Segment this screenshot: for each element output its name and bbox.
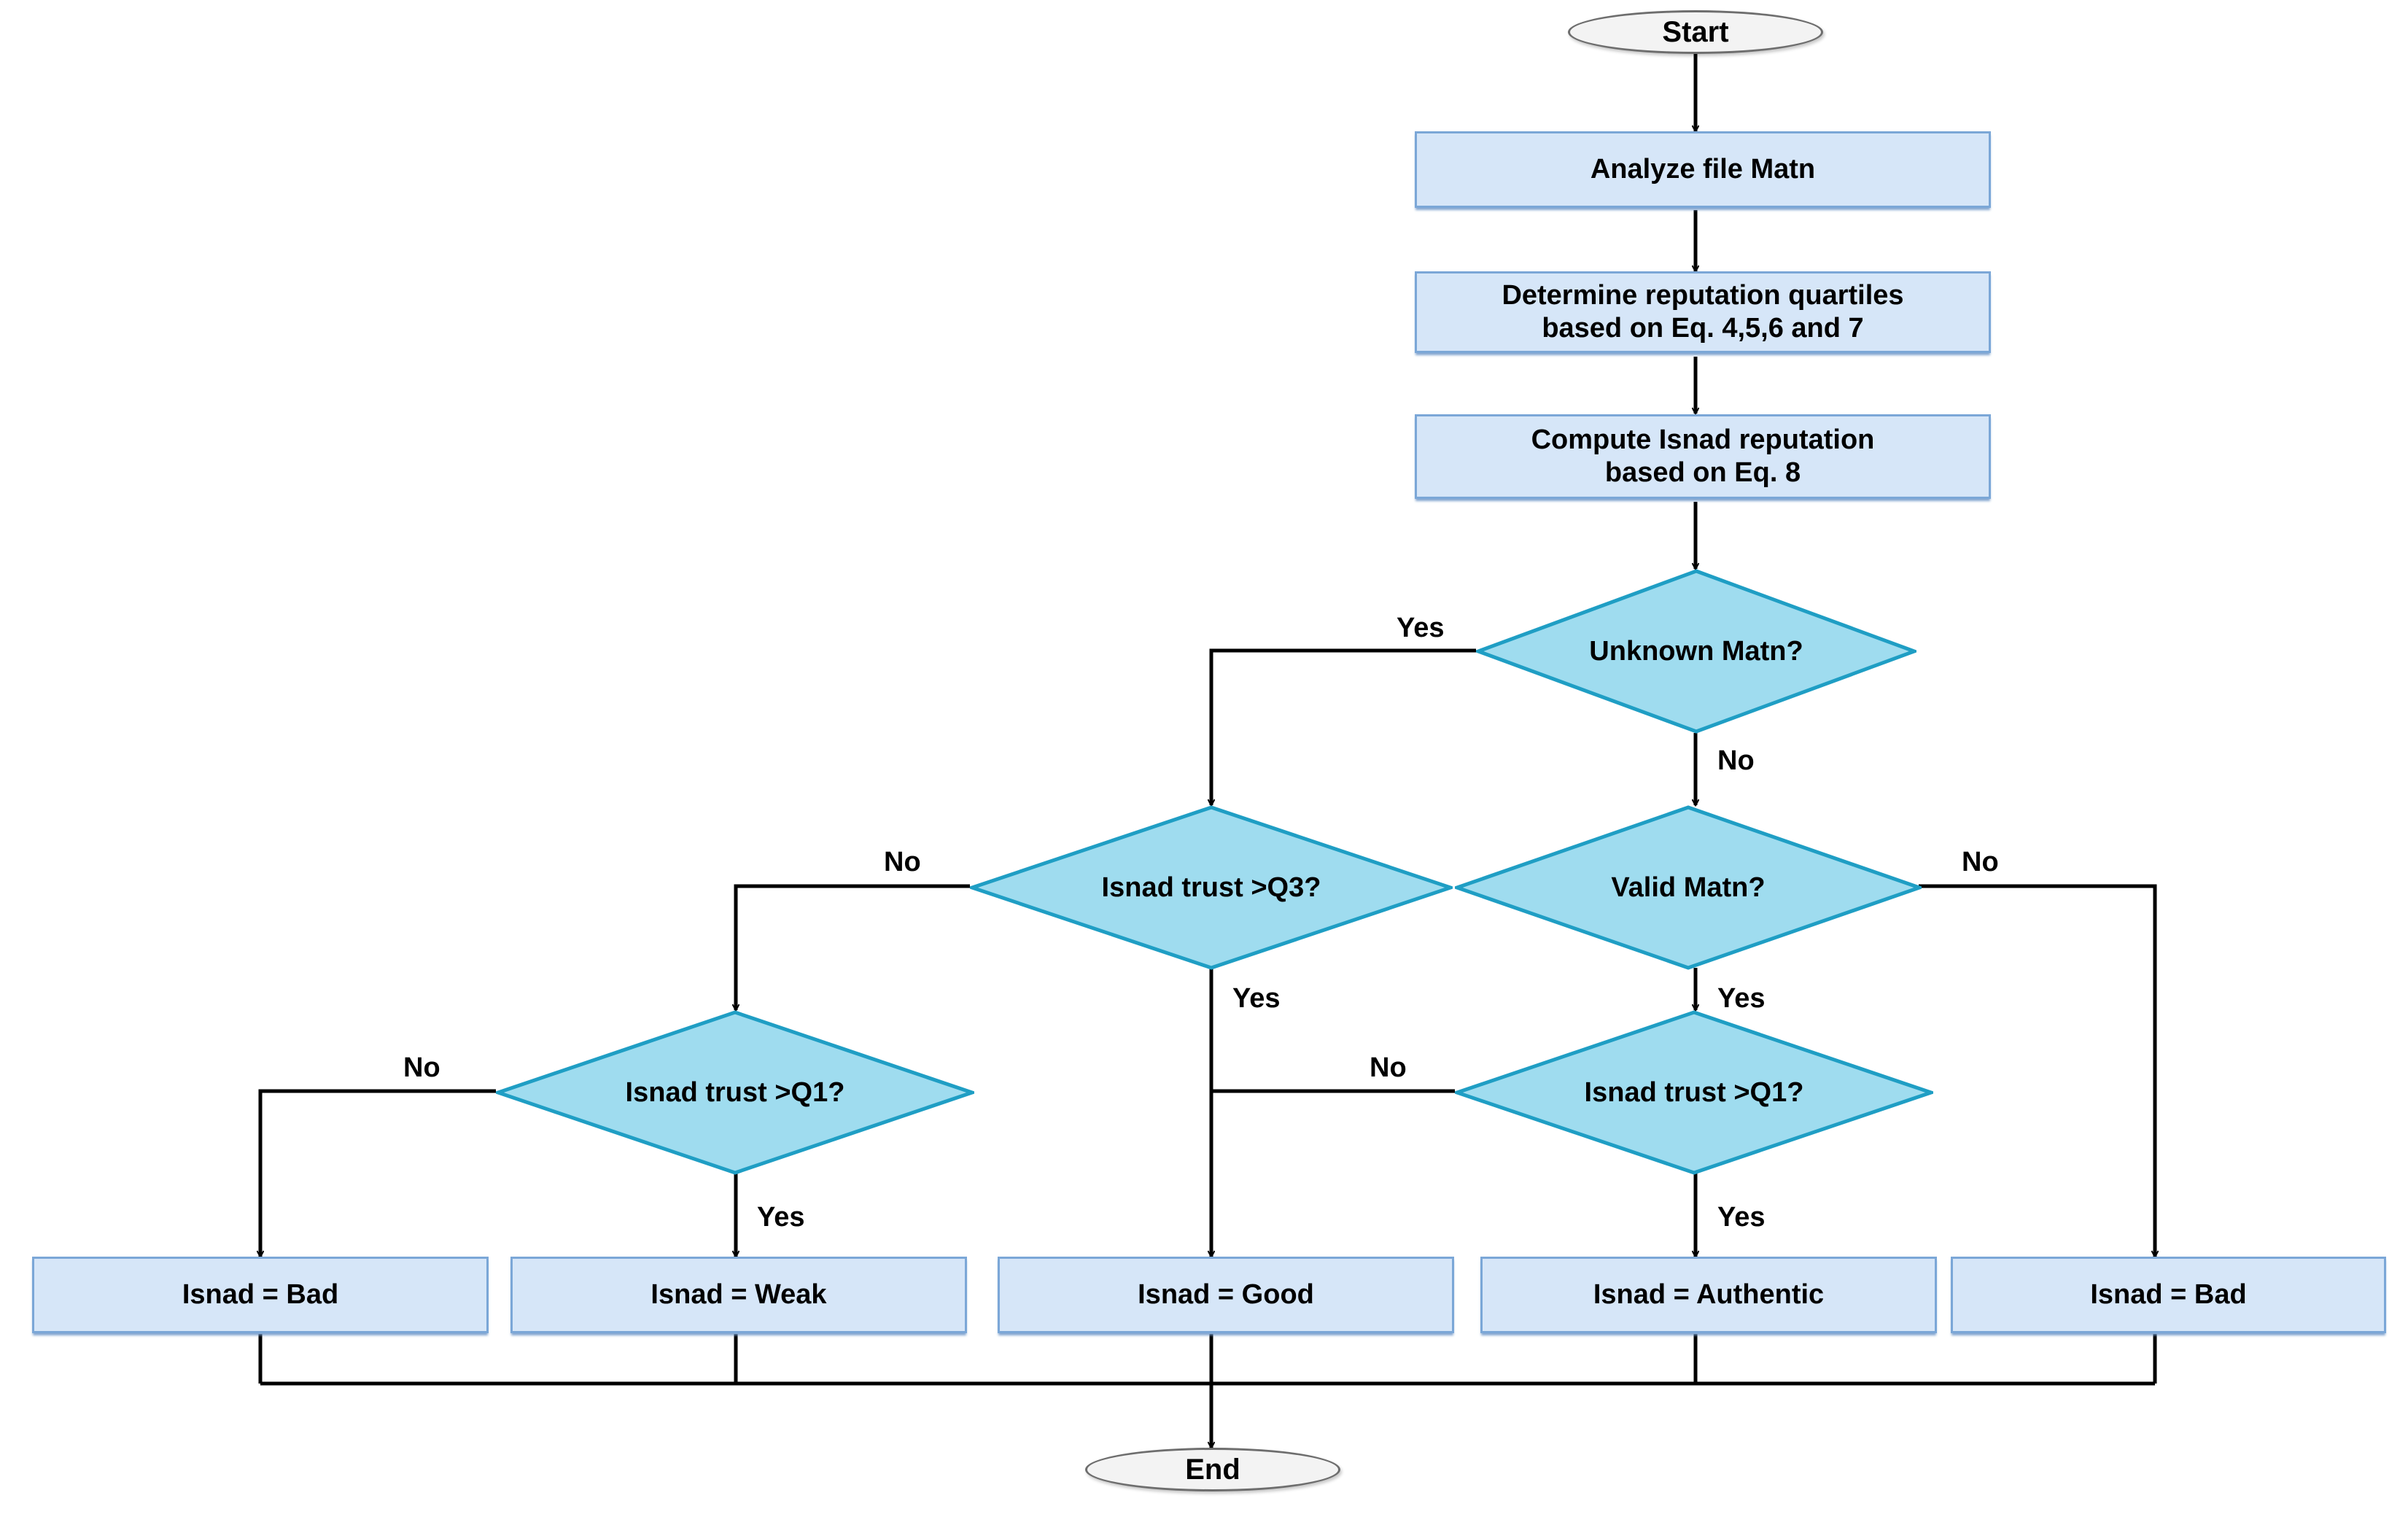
node-compute-reputation[interactable]: Compute Isnad reputation based on Eq. 8 [1415,414,1991,499]
node-end-label: End [1185,1453,1240,1486]
edge-label-q1-right-no: No [1370,1052,1407,1083]
diamond-shape-icon [1455,805,1922,970]
node-determine-quartiles[interactable]: Determine reputation quartiles based on … [1415,271,1991,353]
node-analyze-file-matn[interactable]: Analyze file Matn [1415,131,1991,208]
edge-label-q1-left-no: No [403,1052,440,1083]
diamond-shape-icon [1455,1010,1933,1175]
node-unknown-matn[interactable]: Unknown Matn? [1476,569,1916,734]
edge-label-q1-left-yes: Yes [757,1202,805,1233]
node-start-label: Start [1662,15,1729,48]
node-compute-reputation-line1: Compute Isnad reputation [1531,424,1875,456]
edge-unknown-yes-q3 [1211,648,1476,805]
edge-label-unknown-yes: Yes [1397,613,1445,643]
node-determine-quartiles-line2: based on Eq. 4,5,6 and 7 [1542,313,1864,344]
edge-q3-no-q1left [736,884,970,1010]
edge-label-valid-no: No [1962,847,1999,877]
node-start[interactable]: Start [1568,10,1823,54]
edge-q1left-no-badleft [260,1089,496,1257]
node-isnad-weak[interactable]: Isnad = Weak [510,1257,967,1333]
node-isnad-authentic[interactable]: Isnad = Authentic [1480,1257,1937,1333]
node-isnad-weak-label: Isnad = Weak [650,1279,827,1311]
edge-label-q3-yes: Yes [1232,983,1281,1014]
node-isnad-bad-right[interactable]: Isnad = Bad [1951,1257,2386,1333]
diamond-shape-icon [496,1010,974,1175]
diamond-shape-icon [1476,569,1916,734]
node-end[interactable]: End [1085,1448,1340,1491]
node-isnad-trust-q1-left[interactable]: Isnad trust >Q1? [496,1010,974,1175]
node-isnad-bad-right-label: Isnad = Bad [2090,1279,2247,1311]
node-isnad-authentic-label: Isnad = Authentic [1593,1279,1825,1311]
edge-label-q1-right-yes: Yes [1717,1202,1766,1233]
node-isnad-bad-left[interactable]: Isnad = Bad [32,1257,489,1333]
edge-label-valid-yes: Yes [1717,983,1766,1014]
node-compute-reputation-line2: based on Eq. 8 [1604,457,1801,488]
node-isnad-bad-left-label: Isnad = Bad [182,1279,339,1311]
edge-valid-no-badright [1919,884,2155,1257]
diamond-shape-icon [970,805,1453,970]
node-isnad-trust-q1-right[interactable]: Isnad trust >Q1? [1455,1010,1933,1175]
node-valid-matn[interactable]: Valid Matn? [1455,805,1922,970]
node-isnad-trust-q3[interactable]: Isnad trust >Q3? [970,805,1453,970]
node-isnad-good-label: Isnad = Good [1138,1279,1314,1311]
node-isnad-good[interactable]: Isnad = Good [998,1257,1454,1333]
node-determine-quartiles-line1: Determine reputation quartiles [1502,280,1904,311]
edge-label-q3-no: No [884,847,921,877]
edge-label-unknown-no: No [1717,745,1755,776]
node-analyze-file-matn-label: Analyze file Matn [1590,154,1816,185]
